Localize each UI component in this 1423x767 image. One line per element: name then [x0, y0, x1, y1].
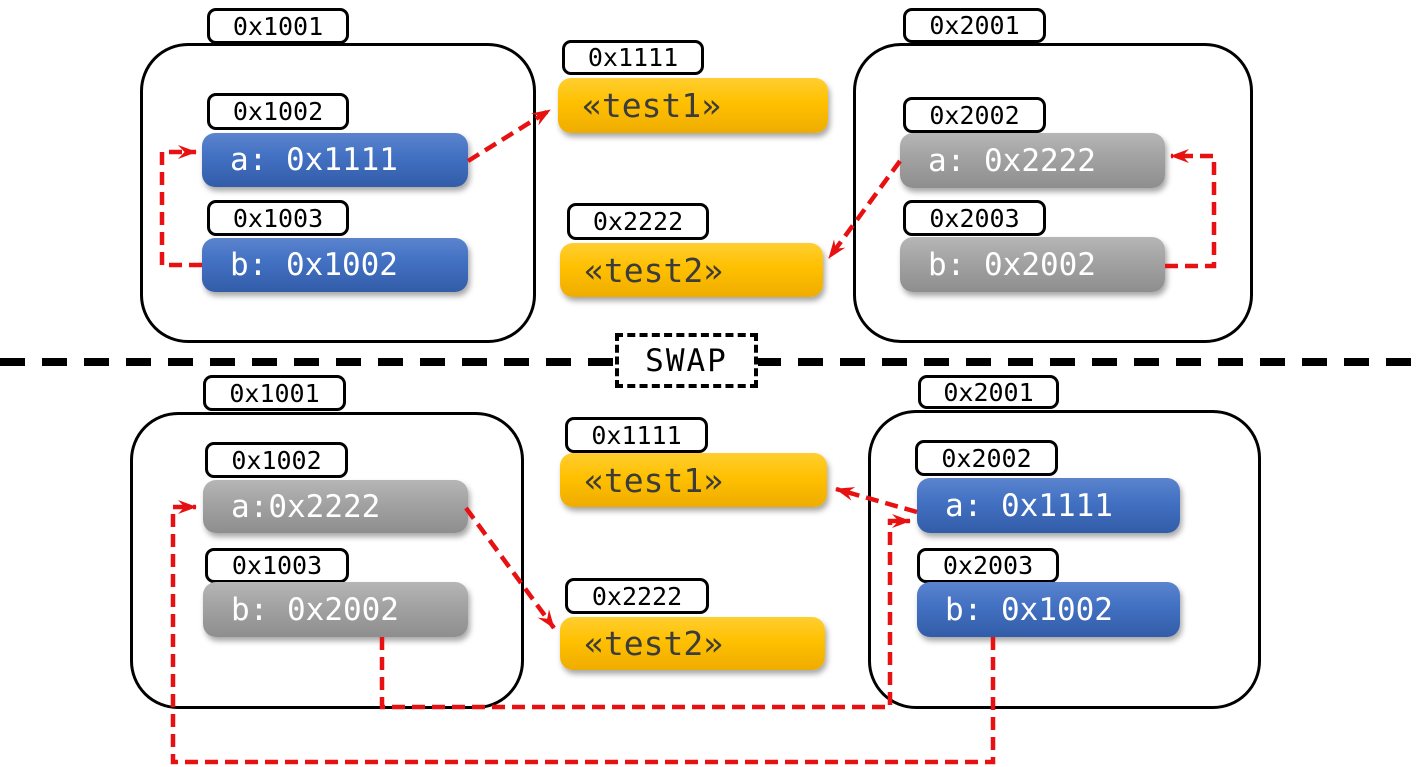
after-frame-0x1001-address-tag: 0x1001 — [203, 375, 346, 411]
after-var-b2-box: b: 0x1002 — [917, 582, 1180, 637]
after-var-b2-address-tag: 0x2003 — [917, 548, 1059, 583]
before-var-a-address-tag: 0x1002 — [207, 93, 349, 130]
before-string-test1-address-tag: 0x1111 — [562, 40, 704, 75]
before-frame-0x2001-address-tag: 0x2001 — [903, 8, 1046, 43]
after-string-test2-address-tag: 0x2222 — [565, 578, 709, 614]
before-string-test2-address-tag: 0x2222 — [567, 203, 709, 240]
before-var-a2-box: a: 0x2222 — [900, 133, 1165, 188]
after-var-b-address-tag: 0x1003 — [205, 548, 349, 583]
before-var-b2-address-tag: 0x2003 — [903, 200, 1046, 236]
after-var-a-box: a:0x2222 — [203, 480, 468, 533]
before-string-test1-box: «test1» — [558, 78, 828, 133]
after-string-test2-box: «test2» — [560, 617, 825, 670]
before-var-b2-box: b: 0x2002 — [900, 237, 1165, 292]
before-var-a2-address-tag: 0x2002 — [903, 97, 1046, 133]
after-string-test1-box: «test1» — [560, 453, 827, 507]
before-string-test2-box: «test2» — [560, 243, 823, 297]
before-var-b-address-tag: 0x1003 — [207, 200, 349, 236]
after-var-b-box: b: 0x2002 — [203, 582, 468, 637]
after-var-a-address-tag: 0x1002 — [205, 442, 348, 478]
after-var-a2-box: a: 0x1111 — [917, 478, 1180, 533]
after-var-a2-address-tag: 0x2002 — [915, 440, 1058, 476]
before-var-a-box: a: 0x1111 — [202, 133, 468, 187]
swap-label-box: SWAP — [615, 333, 758, 388]
before-frame-0x2001 — [853, 43, 1253, 343]
before-frame-0x1001-address-tag: 0x1001 — [207, 8, 349, 44]
after-string-test1-address-tag: 0x1111 — [565, 417, 708, 453]
before-frame-0x1001 — [140, 43, 536, 343]
before-var-b-box: b: 0x1002 — [202, 238, 468, 292]
after-frame-0x2001-address-tag: 0x2001 — [918, 375, 1059, 409]
